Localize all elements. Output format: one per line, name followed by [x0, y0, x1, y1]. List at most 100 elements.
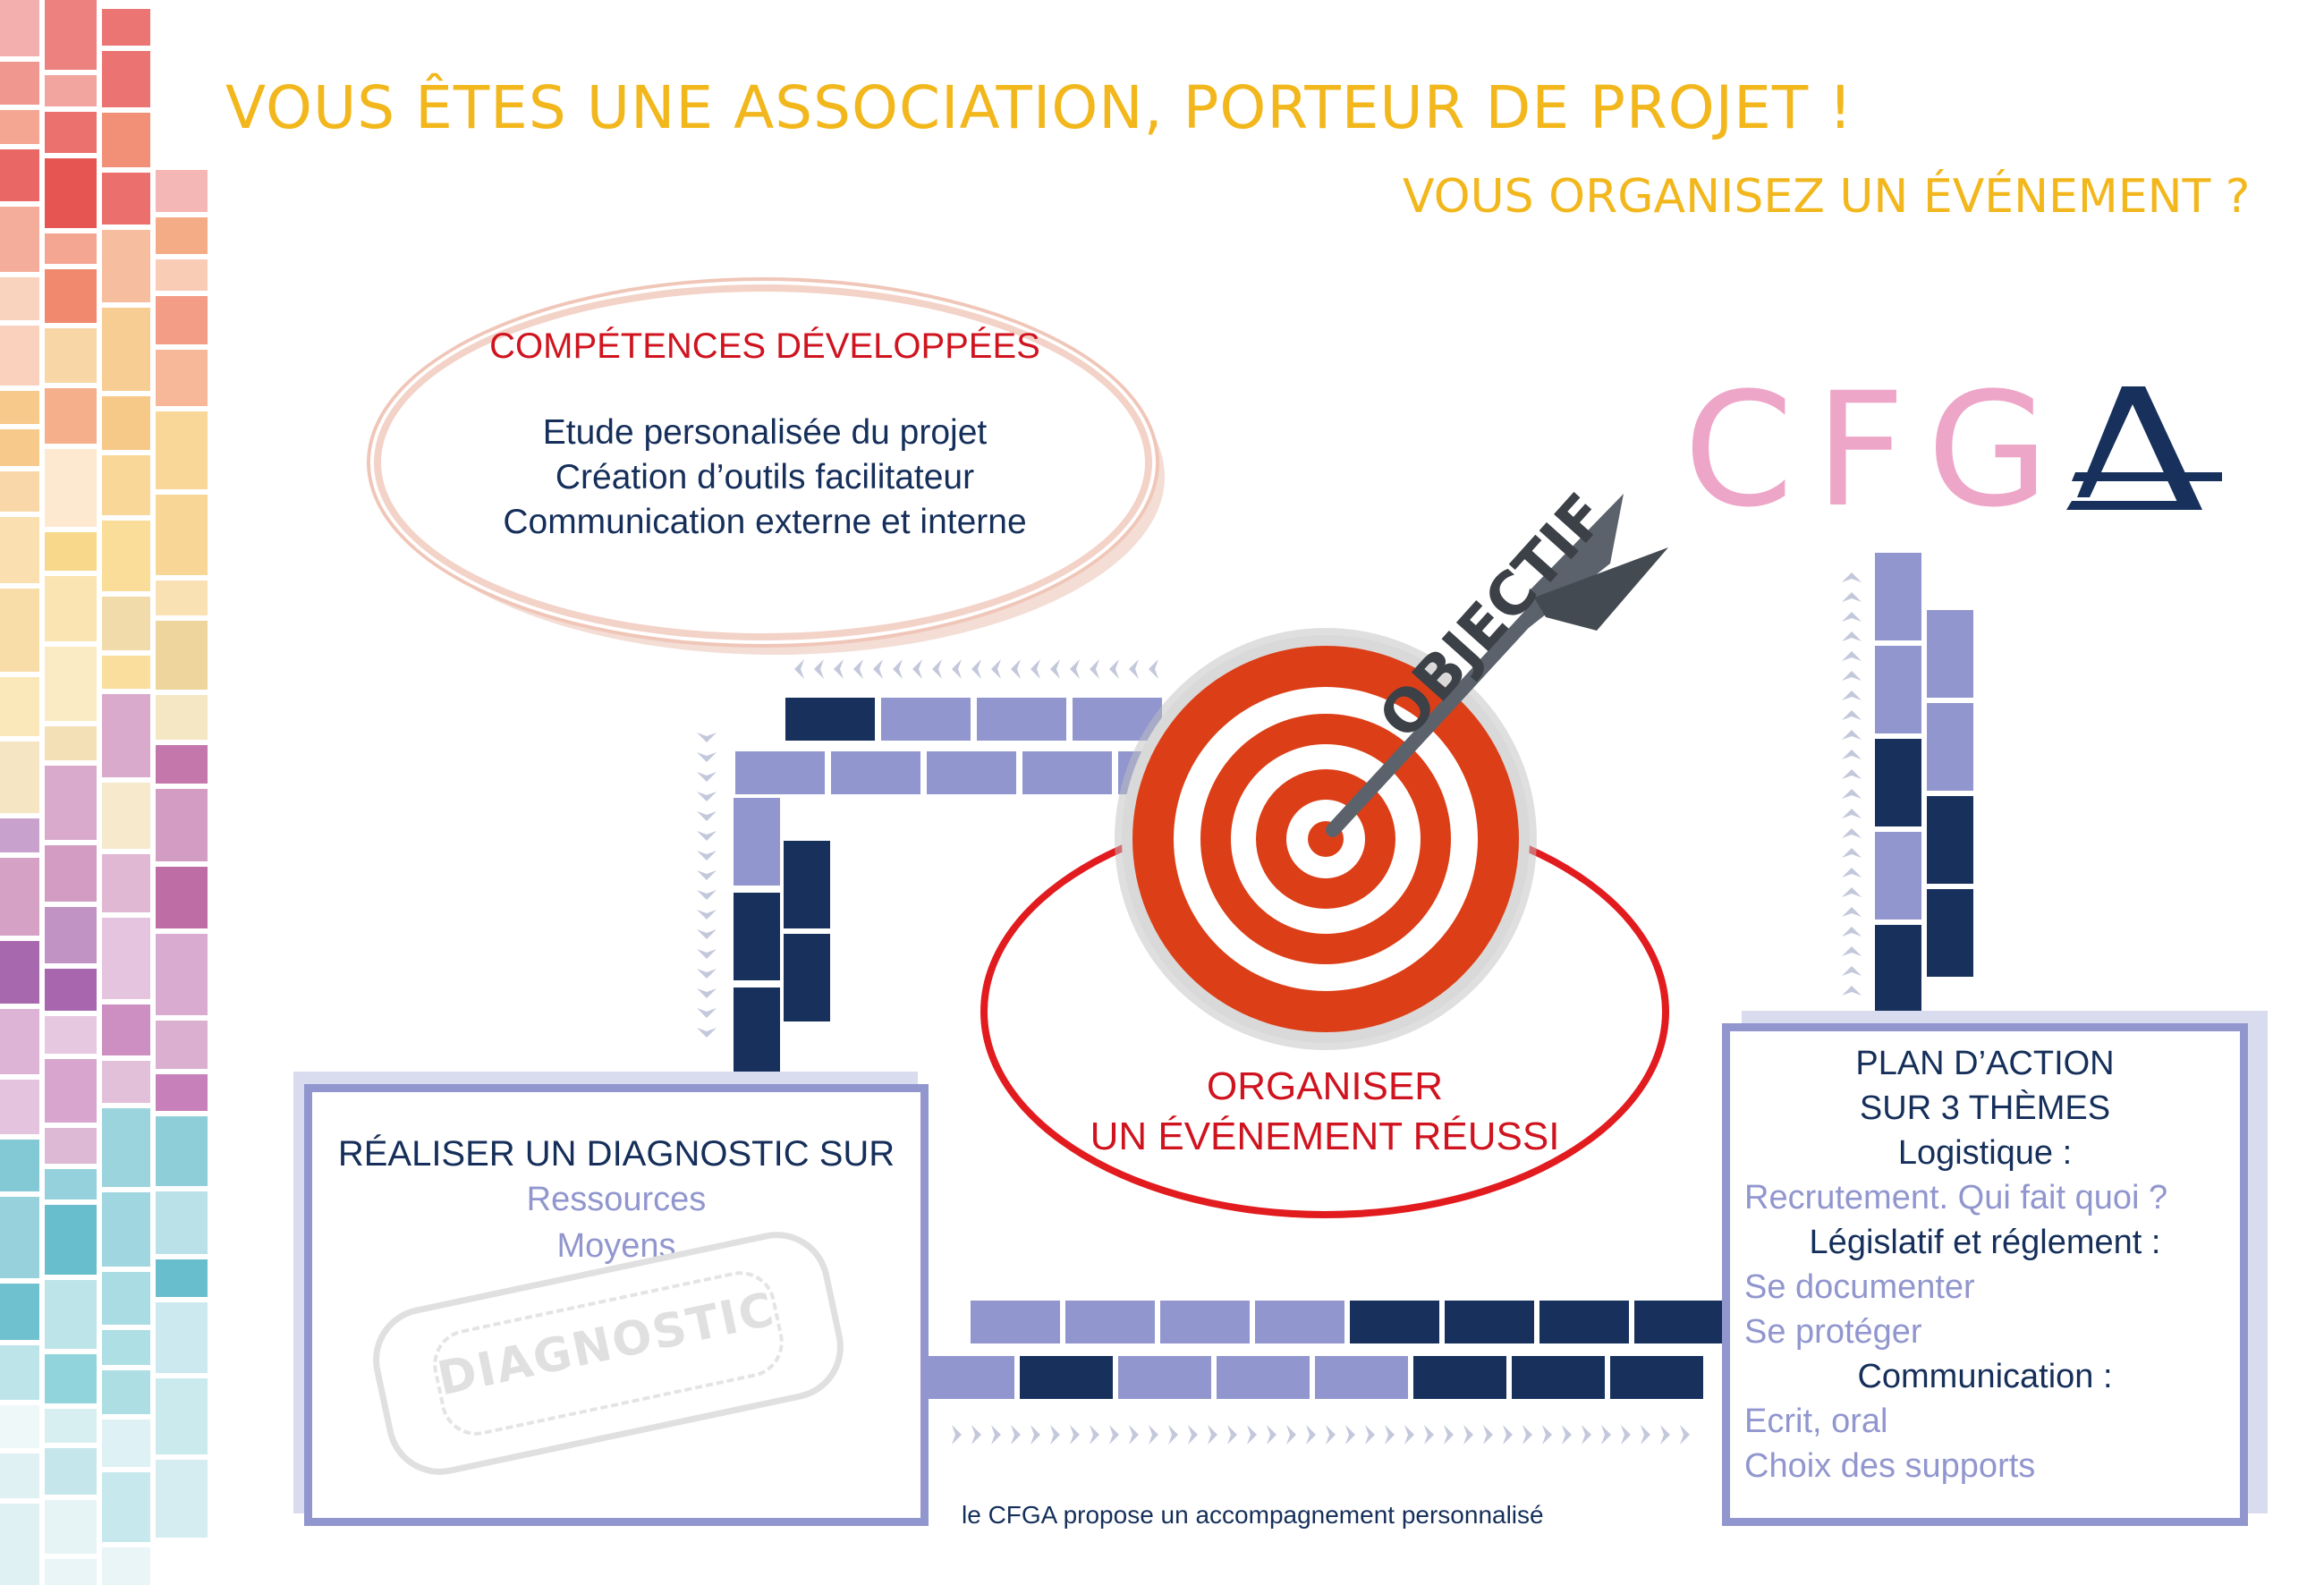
chevron-icon: [1842, 631, 1862, 641]
chevron-icon: [1842, 868, 1862, 877]
plan-theme-communication: Communication :: [1857, 1358, 2113, 1395]
brick: [1315, 1356, 1408, 1399]
brick: [1255, 1301, 1344, 1343]
plan-theme-legislatif: Législatif et réglement :: [1809, 1224, 2161, 1261]
brick: [784, 841, 830, 928]
chevron-icon: [1031, 1425, 1040, 1445]
chevron-icon: [1842, 828, 1862, 838]
competences-bubble: [374, 284, 1152, 640]
logo-wordmark: CFG: [1684, 359, 2071, 542]
chevron-icon: [1286, 1425, 1296, 1445]
chevron-icon: [1842, 750, 1862, 759]
brick: [1610, 1356, 1703, 1399]
chevron-icon: [1483, 1425, 1493, 1445]
chevron-icon: [1168, 1425, 1178, 1445]
chevron-icon: [971, 659, 981, 679]
brick: [1875, 553, 1921, 640]
chevron-icon: [1365, 1425, 1375, 1445]
brick: [1539, 1301, 1629, 1343]
brick: [1512, 1356, 1605, 1399]
plan-theme-logistique: Logistique :: [1897, 1134, 2073, 1172]
chevron-icon: [1247, 1425, 1257, 1445]
chevron-icon: [1842, 848, 1862, 858]
plan-item: Se documenter: [1744, 1268, 1975, 1306]
goal-line-2: UN ÉVÉNEMENT RÉUSSI: [1090, 1115, 1560, 1158]
chevron-icon: [932, 659, 942, 679]
brick: [977, 698, 1066, 741]
chevron-icon: [1188, 1425, 1198, 1445]
chevron-icon: [834, 659, 844, 679]
plan-item: Se protéger: [1744, 1313, 1922, 1351]
brick: [1875, 646, 1921, 733]
chevron-icon: [1842, 730, 1862, 740]
chevron-icon: [1842, 789, 1862, 799]
diagnostic-box: [304, 1084, 929, 1526]
diagnostic-item: Ressources: [526, 1181, 707, 1218]
chevron-icon: [1503, 1425, 1513, 1445]
chevron-icon: [1011, 659, 1021, 679]
chevron-icon: [697, 1008, 717, 1018]
brick: [784, 934, 830, 1021]
diagnostic-title: RÉALISER UN DIAGNOSTIC SUR: [337, 1134, 895, 1174]
chevron-icon: [1424, 1425, 1434, 1445]
brick: [1022, 751, 1112, 794]
chevron-icon: [853, 659, 863, 679]
chevron-icon: [1842, 907, 1862, 917]
chevron-icon: [1463, 1425, 1473, 1445]
chevron-icon: [1842, 769, 1862, 779]
chevron-icon: [697, 772, 717, 782]
chevron-icon: [1306, 1425, 1316, 1445]
chevron-icon: [991, 1425, 1001, 1445]
chevron-icon: [1842, 809, 1862, 818]
page-title: VOUS ÊTES UNE ASSOCIATION, PORTEUR DE PR…: [225, 73, 1853, 142]
plan-item: Ecrit, oral: [1744, 1403, 1888, 1440]
goal-line-1: ORGANISER: [1206, 1064, 1444, 1108]
chevron-icon: [1680, 1425, 1690, 1445]
chevron-icon: [1109, 1425, 1119, 1445]
chevron-icon: [697, 792, 717, 801]
brick: [1634, 1301, 1724, 1343]
plan-title: PLAN D’ACTION: [1855, 1045, 2115, 1082]
chevron-icon: [697, 949, 717, 959]
brick: [1927, 796, 1973, 884]
chevron-icon: [1621, 1425, 1631, 1445]
chevron-icon: [1090, 659, 1099, 679]
chevron-icon: [794, 659, 804, 679]
target-icon: [1115, 628, 1537, 1050]
chevron-icon: [697, 752, 717, 762]
brick: [1413, 1356, 1506, 1399]
brick: [1875, 925, 1921, 1013]
chevron-icon: [1522, 1425, 1532, 1445]
competences-item: Etude personalisée du projet: [542, 413, 988, 452]
brick: [734, 893, 780, 980]
plan-subtitle: SUR 3 THÈMES: [1859, 1089, 2111, 1127]
chevron-icon: [697, 733, 717, 742]
logo-monogram-icon: A: [2066, 386, 2222, 510]
chevron-icon: [1326, 1425, 1336, 1445]
chevron-icon: [697, 969, 717, 979]
competences-item: Communication externe et interne: [503, 503, 1027, 541]
competences-title: COMPÉTENCES DÉVELOPPÉES: [489, 326, 1040, 366]
chevron-icon: [1542, 1425, 1552, 1445]
chevron-icon: [952, 1425, 962, 1445]
chevron-icon: [1842, 887, 1862, 897]
brick: [1160, 1301, 1250, 1343]
chevron-icon: [1129, 1425, 1139, 1445]
brick: [1020, 1356, 1113, 1399]
chevron-icon: [1444, 1425, 1454, 1445]
plan-item: Recrutement. Qui fait quoi ?: [1744, 1179, 2168, 1216]
chevron-icon: [1149, 659, 1158, 679]
arrow-icon: OBJECTIF: [1326, 483, 1668, 837]
chevron-icon: [1842, 691, 1862, 700]
chevron-icon: [971, 1425, 981, 1445]
brick: [971, 1301, 1060, 1343]
chevron-icon: [1842, 927, 1862, 937]
chevron-icon: [1842, 986, 1862, 996]
chevron-icon: [1404, 1425, 1414, 1445]
chevron-icon: [893, 659, 903, 679]
chevron-icon: [1842, 592, 1862, 602]
chevron-icon: [697, 851, 717, 860]
chevron-icon: [697, 870, 717, 880]
chevron-icon: [1842, 966, 1862, 976]
competences-item: Création d’outils facilitateur: [555, 458, 975, 496]
